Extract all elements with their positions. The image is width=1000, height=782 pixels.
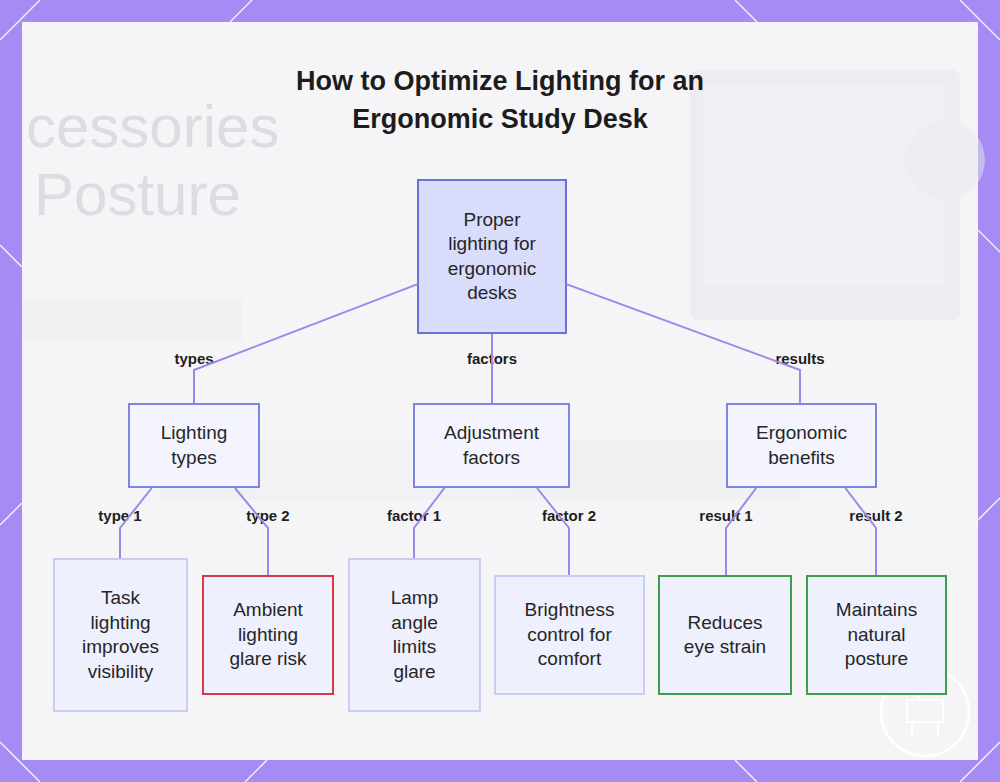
connector [491, 334, 493, 403]
connector [194, 284, 417, 403]
connector [414, 488, 444, 558]
connector [120, 488, 152, 558]
node-label: Maintains natural posture [822, 598, 931, 672]
benefit-box: Maintains natural posture [806, 575, 947, 695]
panel [22, 22, 978, 760]
edge-label: factor 1 [387, 507, 441, 524]
watermark: cessories [26, 92, 279, 161]
edge-label: result 1 [699, 507, 752, 524]
connector [235, 488, 268, 575]
connector [726, 488, 756, 575]
leaf-box: Task lighting improves visibility [53, 558, 188, 712]
connector [845, 488, 876, 575]
node-label: Lighting types [144, 421, 244, 470]
leaf-box: Brightness control for comfort [494, 575, 645, 695]
node-label: Brightness control for comfort [512, 598, 627, 672]
node-label: Reduces eye strain [674, 611, 776, 660]
diagram-title: How to Optimize Lighting for an Ergonomi… [265, 62, 735, 138]
leaf-box: Lamp angle limits glare [348, 558, 481, 712]
node-label: Proper lighting for ergonomic desks [445, 208, 539, 306]
edge-label: factor 2 [542, 507, 596, 524]
node-label: Lamp angle limits glare [374, 586, 455, 684]
root-box: Proper lighting for ergonomic desks [417, 179, 567, 334]
node-label: Ambient lighting glare risk [220, 598, 316, 672]
edge-label: result 2 [849, 507, 902, 524]
node-label: Ergonomic benefits [742, 421, 861, 470]
blurred-photo [22, 70, 985, 500]
node-label: Task lighting improves visibility [71, 586, 170, 684]
connector [537, 488, 569, 575]
benefit-box: Reduces eye strain [658, 575, 792, 695]
category-box: Adjustment factors [413, 403, 570, 488]
category-box: Ergonomic benefits [726, 403, 877, 488]
category-box: Lighting types [128, 403, 260, 488]
connector [567, 284, 800, 403]
watermark: Posture [34, 160, 241, 229]
warning-box: Ambient lighting glare risk [202, 575, 334, 695]
node-label: Adjustment factors [429, 421, 554, 470]
